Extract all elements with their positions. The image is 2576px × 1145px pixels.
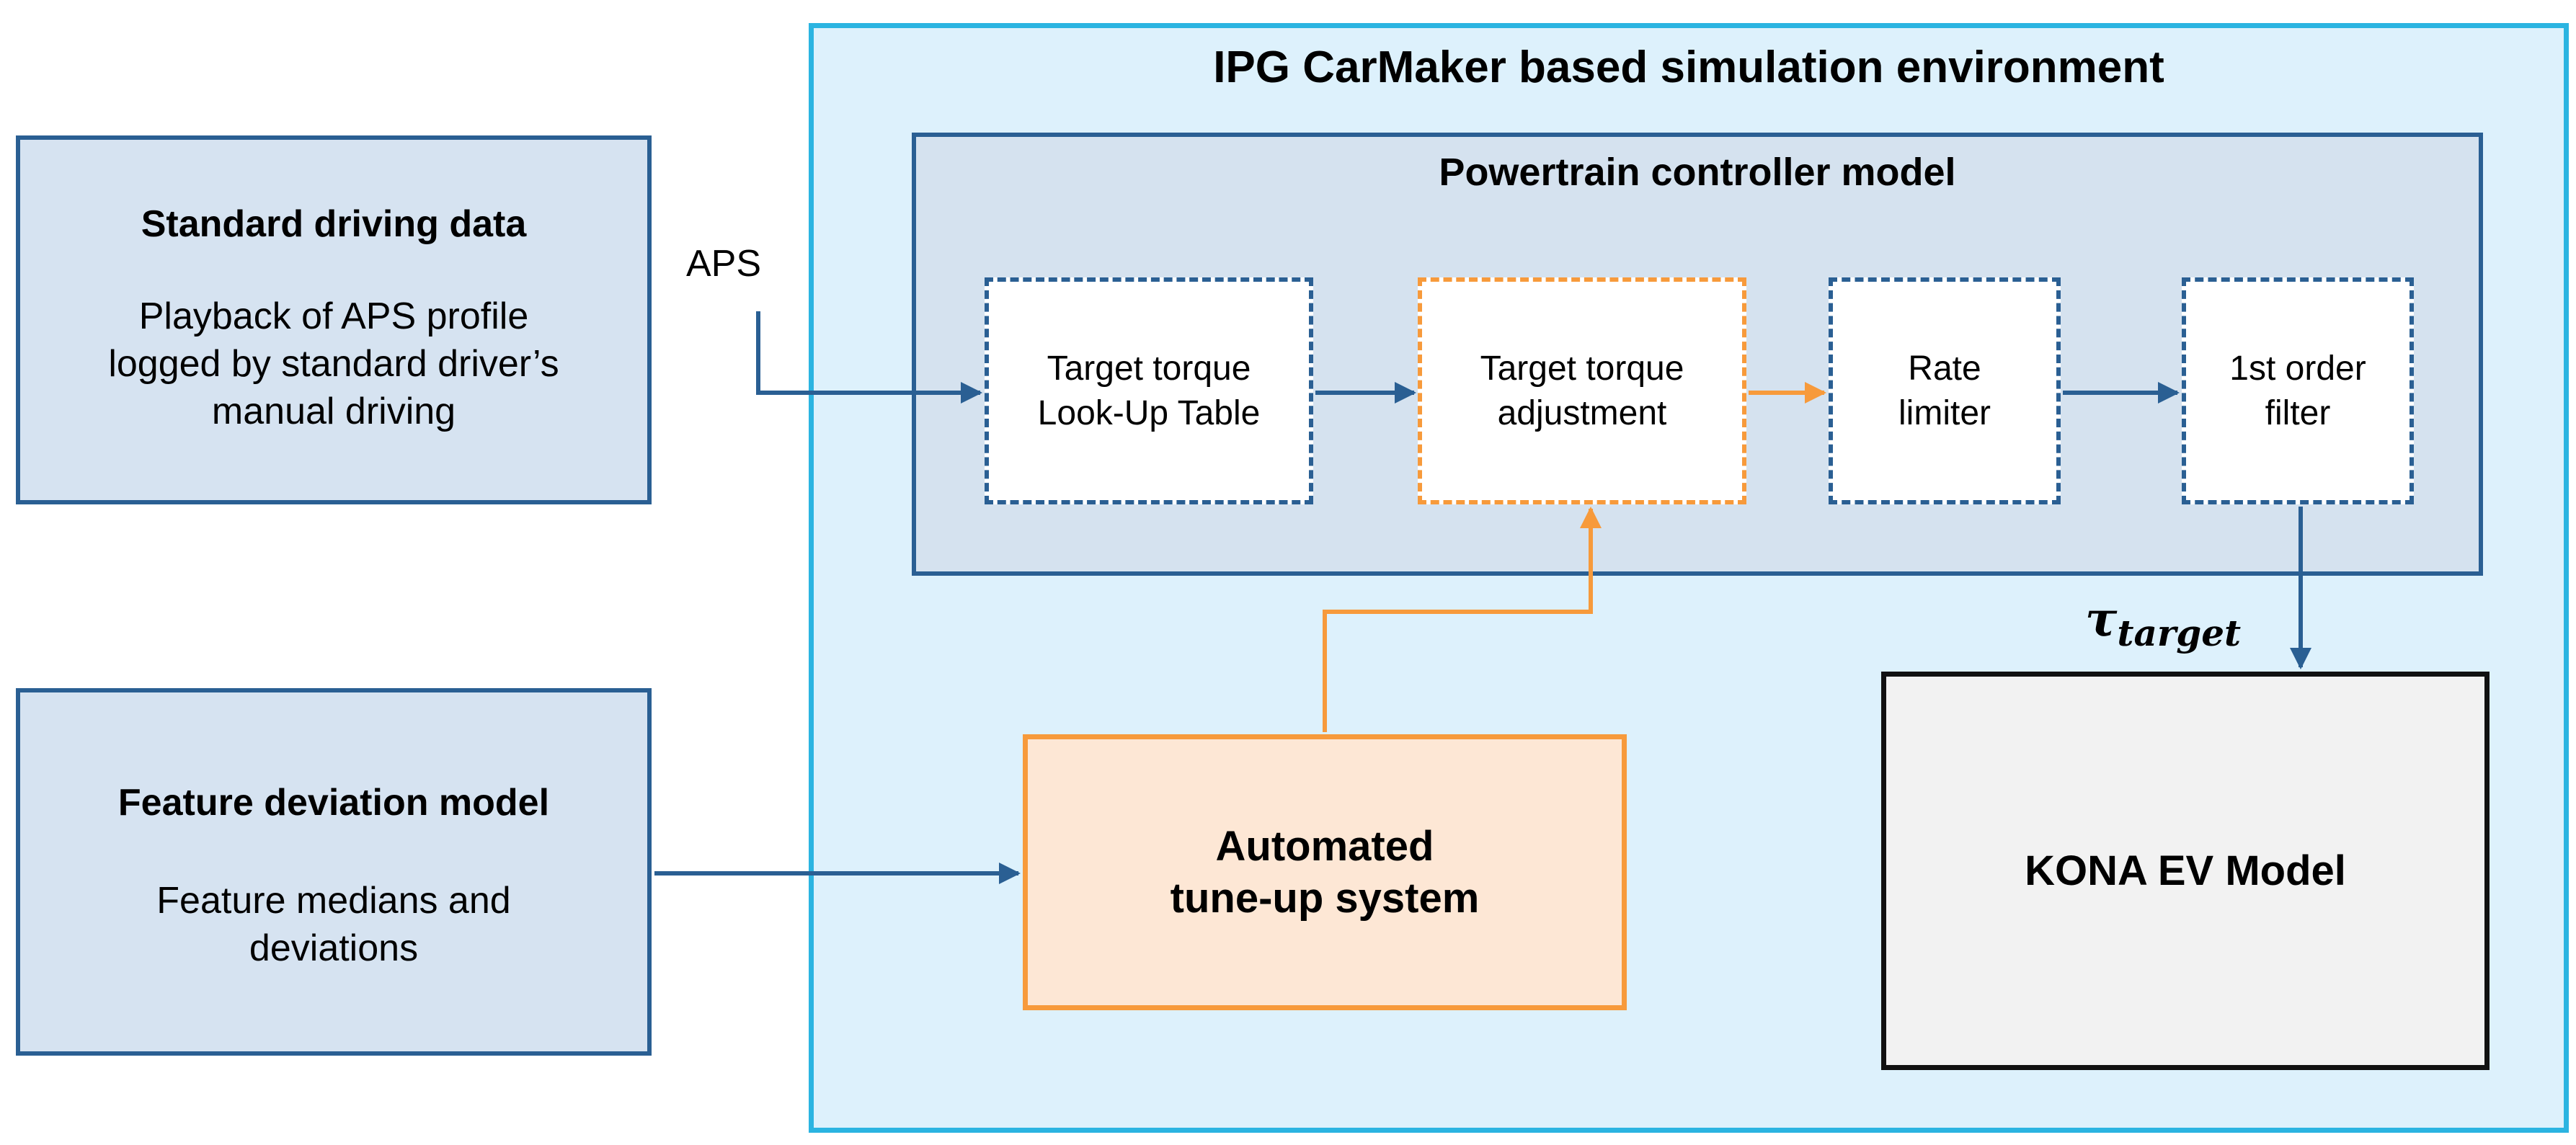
lookup-line-1: Target torque [1047, 349, 1251, 388]
lookup-line-2: Look-Up Table [1037, 393, 1261, 432]
kona-title: KONA EV Model [2025, 847, 2346, 894]
standard-driving-data-block: Standard driving data Playback of APS pr… [16, 135, 652, 504]
tune-up-to-adjustment-arrow [1323, 507, 1602, 732]
feature-deviation-model-body: Feature medians and deviations [20, 877, 647, 972]
first-order-filter-block: 1st order filter [2182, 277, 2414, 504]
sdd-line-3: manual driving [211, 391, 456, 432]
tune-up-line-1: Automated [1215, 822, 1434, 870]
tune-up-line-2: tune-up system [1170, 874, 1480, 922]
aps-signal-label: APS [686, 243, 762, 285]
environment-title: IPG CarMaker based simulation environmen… [1213, 43, 2164, 92]
feature-deviation-model-block: Feature deviation model Feature medians … [16, 688, 652, 1056]
tau-subscript: target [2117, 612, 2242, 654]
rate-line-1: Rate [1908, 349, 1981, 388]
sdd-line-1: Playback of APS profile [138, 295, 529, 337]
aps-arrow [756, 311, 982, 404]
rate-limiter-block: Rate limiter [1829, 277, 2061, 504]
adjustment-line-2: adjustment [1497, 393, 1667, 432]
standard-driving-data-body: Playback of APS profile logged by standa… [20, 293, 647, 435]
sdd-line-2: logged by standard driver’s [108, 343, 559, 385]
tau-symbol: τ [2085, 591, 2118, 647]
feature-deviation-model-title: Feature deviation model [117, 782, 550, 824]
filter-line-1: 1st order [2229, 349, 2366, 388]
fdm-line-2: deviations [249, 927, 419, 969]
target-torque-adjustment-block: Target torque adjustment [1418, 277, 1746, 504]
standard-driving-data-title: Standard driving data [141, 203, 527, 245]
tau-target-label: τtarget [2085, 591, 2241, 654]
automated-tune-up-system-block: Automated tune-up system [1023, 734, 1627, 1010]
adjustment-line-1: Target torque [1480, 349, 1684, 388]
kona-ev-model-block: KONA EV Model [1881, 672, 2490, 1070]
fdm-line-1: Feature medians and [156, 880, 511, 922]
filter-line-2: filter [2265, 393, 2331, 432]
powertrain-controller-title: Powertrain controller model [1439, 151, 1956, 194]
rate-line-2: limiter [1898, 393, 1991, 432]
target-torque-lookup-block: Target torque Look-Up Table [985, 277, 1313, 504]
